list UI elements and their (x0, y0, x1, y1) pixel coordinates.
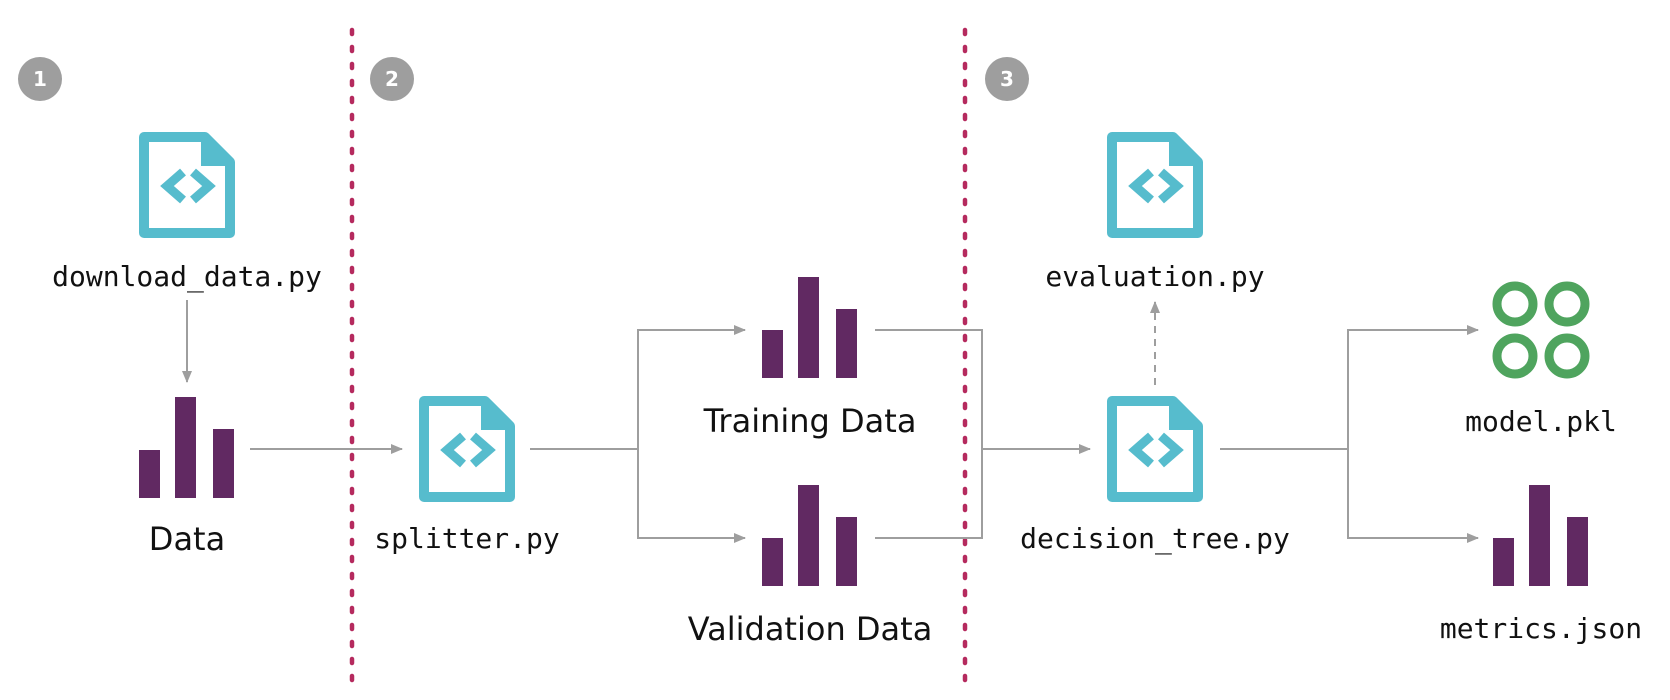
code-chevron-left (1128, 168, 1154, 204)
node-label: model.pkl (1465, 405, 1617, 438)
node-metrics[interactable]: metrics.json (1440, 485, 1642, 645)
bar (762, 538, 783, 586)
code-chevron-right (1158, 168, 1184, 204)
code-chevron-right (1158, 432, 1184, 468)
file-fold (1169, 132, 1203, 166)
stage-number: 1 (33, 67, 47, 91)
ring (1544, 281, 1590, 327)
bar (798, 485, 819, 586)
bar (1567, 517, 1588, 586)
code-chevron-right (190, 168, 216, 204)
node-label: splitter.py (374, 522, 559, 555)
node-training-data[interactable]: Training Data (703, 277, 917, 440)
file-outline (1107, 132, 1203, 238)
code-chevron-right (470, 432, 496, 468)
code-chevron-left (1128, 432, 1154, 468)
node-decision-tree-script[interactable]: decision_tree.py (1020, 396, 1290, 556)
file-outline (139, 132, 235, 238)
bar (175, 397, 196, 498)
bar (1493, 538, 1514, 586)
code-chevron-left (160, 168, 186, 204)
stage-number: 2 (385, 67, 399, 91)
connectors (182, 300, 1479, 543)
node-evaluation-script[interactable]: evaluation.py (1045, 132, 1265, 293)
node-splitter-script[interactable]: splitter.py (374, 396, 560, 555)
bar-chart-icon (762, 277, 857, 378)
stage-badge: 1 (18, 57, 62, 101)
bar-chart-icon (1493, 485, 1588, 586)
bar-chart-icon (762, 485, 857, 586)
file-fold (481, 396, 515, 430)
arrow-to-validation-data (637, 449, 746, 543)
stage-badge: 3 (985, 57, 1029, 101)
node-label: decision_tree.py (1020, 522, 1290, 556)
file-fold (1169, 396, 1203, 430)
node-label: Validation Data (688, 610, 933, 648)
node-validation-data[interactable]: Validation Data (688, 485, 933, 648)
bar (213, 429, 234, 498)
ring (1492, 281, 1538, 327)
connector-training-out (875, 329, 983, 449)
bar-chart-icon (139, 397, 234, 498)
code-file-icon (1107, 396, 1203, 502)
bar (836, 517, 857, 586)
node-label: download_data.py (52, 260, 322, 294)
node-label: Training Data (703, 402, 917, 440)
node-label: Data (149, 520, 225, 558)
arrow-to-metrics (1347, 449, 1479, 543)
code-file-icon (1107, 132, 1203, 238)
code-file-icon (139, 132, 235, 238)
bar (139, 450, 160, 498)
arrow-to-training-data (637, 325, 746, 449)
node-model[interactable]: model.pkl (1465, 281, 1617, 438)
arrow-to-model (1347, 325, 1479, 449)
ring (1492, 333, 1538, 379)
node-label: evaluation.py (1045, 260, 1264, 293)
model-rings-icon (1492, 281, 1590, 379)
stage-number: 3 (1000, 67, 1014, 91)
file-fold (201, 132, 235, 166)
bar (762, 330, 783, 378)
code-chevron-left (440, 432, 466, 468)
stage-badge: 2 (370, 57, 414, 101)
connector-validation-out (875, 449, 983, 539)
node-download-data-script[interactable]: download_data.py (52, 132, 322, 294)
bar (836, 309, 857, 378)
file-outline (419, 396, 515, 502)
file-outline (1107, 396, 1203, 502)
node-label: metrics.json (1440, 612, 1642, 645)
node-data[interactable]: Data (139, 397, 234, 558)
bar (1529, 485, 1550, 586)
ring (1544, 333, 1590, 379)
bar (798, 277, 819, 378)
code-file-icon (419, 396, 515, 502)
